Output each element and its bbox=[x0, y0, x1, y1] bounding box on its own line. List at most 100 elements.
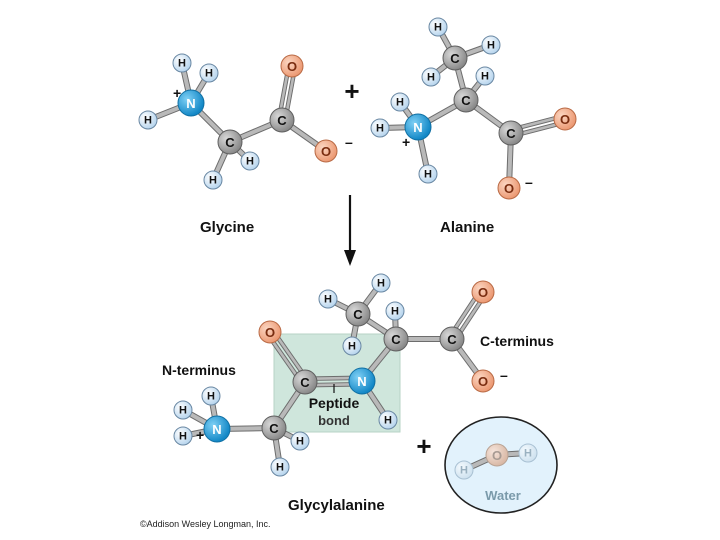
oxygen-atom: O bbox=[280, 54, 304, 78]
carbon-atom: C bbox=[442, 45, 468, 71]
atom-symbol: C bbox=[450, 51, 460, 66]
atom-symbol: C bbox=[461, 93, 471, 108]
atom-sphere bbox=[370, 118, 390, 138]
hydrogen-atom: H bbox=[203, 170, 223, 190]
atom-symbol: C bbox=[225, 135, 235, 150]
c-terminus-label: C-terminus bbox=[480, 333, 554, 349]
atom-symbol: C bbox=[506, 126, 516, 141]
atom-symbol: H bbox=[487, 40, 495, 52]
atom-sphere bbox=[173, 400, 193, 420]
atom-symbol: O bbox=[560, 112, 570, 127]
atom-sphere bbox=[442, 45, 468, 71]
atom-symbol: H bbox=[246, 156, 254, 168]
atom-sphere bbox=[177, 89, 205, 117]
carbon-atom: C bbox=[498, 120, 524, 146]
atom-symbol: O bbox=[492, 448, 502, 463]
atom-symbol: C bbox=[277, 113, 287, 128]
oxygen-atom: O bbox=[497, 176, 521, 200]
atom-sphere bbox=[292, 369, 318, 395]
atom-sphere bbox=[481, 35, 501, 55]
atom-sphere bbox=[418, 164, 438, 184]
atom-symbol: O bbox=[265, 325, 275, 340]
atom-symbol: H bbox=[324, 294, 332, 306]
atom-sphere bbox=[471, 280, 495, 304]
hydrogen-atom: H bbox=[371, 273, 391, 293]
hydrogen-atom: H bbox=[418, 164, 438, 184]
hydrogen-atom: H bbox=[518, 443, 538, 463]
atom-sphere bbox=[378, 410, 398, 430]
carbon-atom: C bbox=[453, 87, 479, 113]
hydrogen-atom: H bbox=[481, 35, 501, 55]
hydrogen-atom: H bbox=[172, 53, 192, 73]
hydrogen-atom: H bbox=[421, 67, 441, 87]
atom-sphere bbox=[439, 326, 465, 352]
oxygen-atom: O bbox=[471, 280, 495, 304]
atom-symbol: H bbox=[384, 415, 392, 427]
atom-symbol: H bbox=[296, 436, 304, 448]
atom-sphere bbox=[553, 107, 577, 131]
hydrogen-atom: H bbox=[290, 431, 310, 451]
carbon-atom: C bbox=[345, 301, 371, 327]
atom-sphere bbox=[371, 273, 391, 293]
atom-sphere bbox=[348, 367, 376, 395]
reaction-plus-bottom: + bbox=[416, 431, 431, 461]
atom-sphere bbox=[498, 120, 524, 146]
hydrogen-atom: H bbox=[173, 400, 193, 420]
atom-symbol: H bbox=[207, 391, 215, 403]
atom-symbol: H bbox=[348, 341, 356, 353]
atom-sphere bbox=[217, 129, 243, 155]
atom-sphere bbox=[280, 54, 304, 78]
atom-symbol: H bbox=[376, 123, 384, 135]
atom-symbol: H bbox=[424, 169, 432, 181]
oxygen-atom: O bbox=[485, 443, 509, 467]
oxygen-atom: O bbox=[258, 320, 282, 344]
atom-sphere bbox=[345, 301, 371, 327]
atom-sphere bbox=[471, 369, 495, 393]
oxygen-atom: O bbox=[314, 139, 338, 163]
hydrogen-atom: H bbox=[454, 460, 474, 480]
hydrogen-atom: H bbox=[342, 336, 362, 356]
atom-sphere bbox=[199, 63, 219, 83]
carbon-atom: C bbox=[383, 326, 409, 352]
atom-sphere bbox=[290, 431, 310, 451]
alanine-label: Alanine bbox=[440, 219, 494, 236]
atom-symbol: H bbox=[377, 278, 385, 290]
atom-symbol: C bbox=[447, 332, 457, 347]
atom-symbol: O bbox=[287, 59, 297, 74]
nitrogen-atom: N bbox=[177, 89, 205, 117]
atom-symbol: H bbox=[179, 405, 187, 417]
atom-symbol: H bbox=[460, 465, 468, 477]
atom-symbol: O bbox=[478, 285, 488, 300]
copyright-text: ©Addison Wesley Longman, Inc. bbox=[140, 519, 271, 529]
atom-sphere bbox=[485, 443, 509, 467]
atom-sphere bbox=[404, 113, 432, 141]
atom-symbol: H bbox=[396, 97, 404, 109]
atom-sphere bbox=[383, 326, 409, 352]
atom-symbol: C bbox=[353, 307, 363, 322]
hydrogen-atom: H bbox=[201, 386, 221, 406]
atom-symbol: N bbox=[413, 120, 422, 135]
n-terminus-label: N-terminus bbox=[162, 362, 236, 378]
nitrogen-atom: N bbox=[203, 415, 231, 443]
atom-symbol: H bbox=[276, 462, 284, 474]
glycine-o-charge: – bbox=[345, 134, 353, 150]
atom-symbol: H bbox=[209, 175, 217, 187]
atom-symbol: H bbox=[427, 72, 435, 84]
carbon-atom: C bbox=[261, 415, 287, 441]
hydrogen-atom: H bbox=[370, 118, 390, 138]
carbon-atom: C bbox=[292, 369, 318, 395]
atom-sphere bbox=[342, 336, 362, 356]
nitrogen-atom: N bbox=[404, 113, 432, 141]
atom-sphere bbox=[475, 66, 495, 86]
hydrogen-atom: H bbox=[240, 151, 260, 171]
hydrogen-atom: H bbox=[138, 110, 158, 130]
atom-symbol: H bbox=[205, 68, 213, 80]
oxygen-atom: O bbox=[471, 369, 495, 393]
hydrogen-atom: H bbox=[378, 410, 398, 430]
carbon-atom: C bbox=[439, 326, 465, 352]
atom-symbol: N bbox=[357, 374, 366, 389]
atom-sphere bbox=[497, 176, 521, 200]
atom-symbol: H bbox=[481, 71, 489, 83]
reaction-plus-top: + bbox=[344, 76, 359, 106]
